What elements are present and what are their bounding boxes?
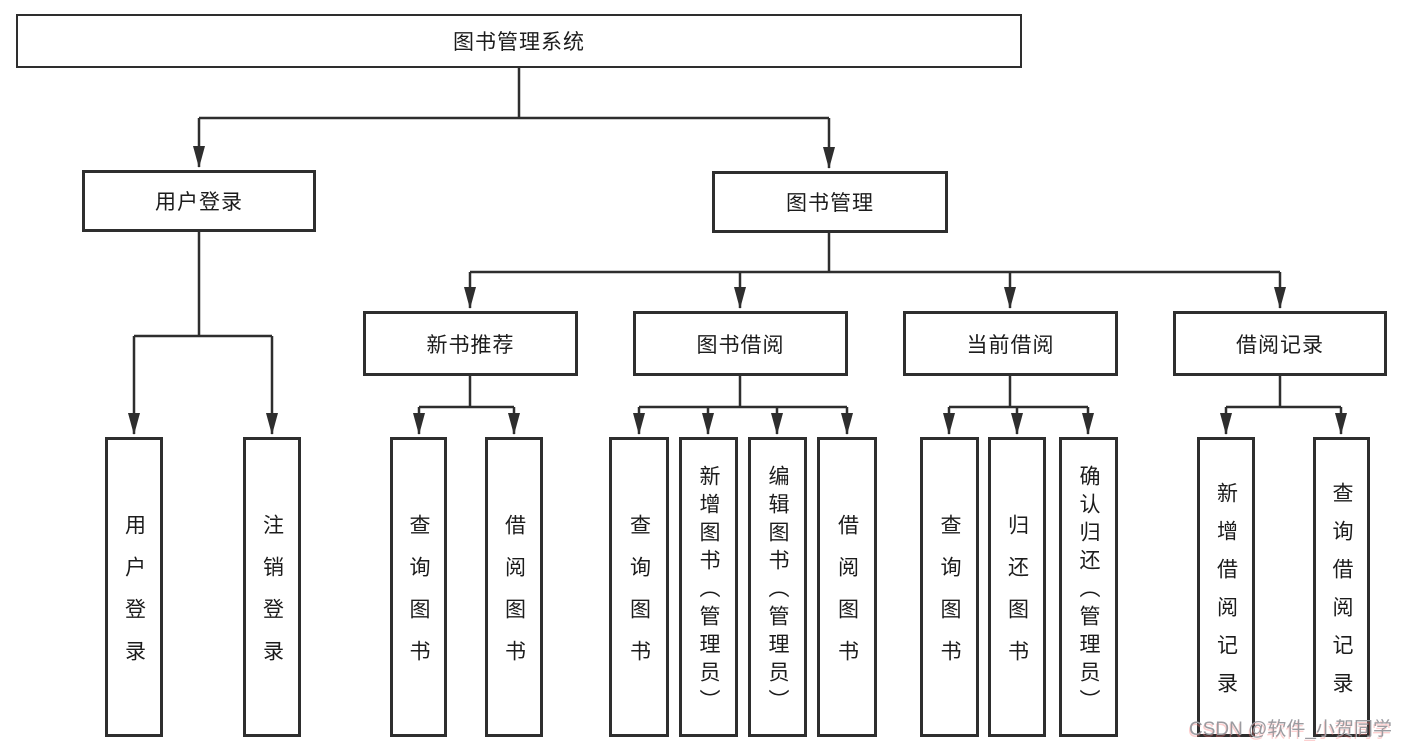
leaf-add-books-admin: 新增图书（管理员）: [679, 437, 738, 737]
leaf-label: 编辑图书（管理员）: [766, 464, 789, 717]
leaf-label: 归还图书: [1005, 513, 1029, 682]
node-library-management-system: 图书管理系统: [16, 14, 1022, 68]
node-new-book-recommend: 新书推荐: [363, 311, 578, 376]
leaf-confirm-return-admin: 确认归还（管理员）: [1059, 437, 1118, 737]
leaf-label: 查询借阅记录: [1330, 481, 1353, 710]
node-label: 新书推荐: [426, 333, 515, 357]
node-book-management: 图书管理: [712, 171, 948, 233]
leaf-user-login: 用户登录: [105, 437, 163, 737]
node-label: 图书管理: [786, 192, 874, 215]
node-label: 借阅记录: [1236, 333, 1324, 357]
leaf-label: 用户登录: [122, 513, 146, 682]
leaf-query-books-1: 查询图书: [390, 437, 447, 737]
leaf-query-borrow-record: 查询借阅记录: [1313, 437, 1370, 737]
leaf-label: 查询图书: [627, 513, 651, 682]
leaf-label: 注销登录: [260, 513, 284, 682]
leaf-logout: 注销登录: [243, 437, 301, 737]
leaf-label: 借阅图书: [835, 513, 859, 682]
node-label: 图书管理系统: [453, 31, 585, 54]
node-borrowing-records: 借阅记录: [1173, 311, 1387, 376]
leaf-return-books: 归还图书: [988, 437, 1046, 737]
node-book-borrowing: 图书借阅: [633, 311, 848, 376]
leaf-edit-books-admin: 编辑图书（管理员）: [748, 437, 807, 737]
node-label: 用户登录: [155, 191, 243, 214]
leaf-query-books-2: 查询图书: [609, 437, 669, 737]
trunk-segments: [134, 68, 1341, 409]
leaf-label: 新增图书（管理员）: [697, 464, 720, 717]
node-label: 图书借阅: [696, 333, 785, 357]
csdn-watermark: CSDN @软件_小贺同学: [1189, 719, 1392, 740]
leaf-borrow-books-2: 借阅图书: [817, 437, 877, 737]
leaf-label: 新增借阅记录: [1214, 481, 1238, 710]
node-current-borrowing: 当前借阅: [903, 311, 1118, 376]
leaf-label: 查询图书: [938, 513, 961, 682]
leaf-add-borrow-record: 新增借阅记录: [1197, 437, 1255, 737]
leaf-borrow-books-1: 借阅图书: [485, 437, 543, 737]
leaf-label: 查询图书: [407, 513, 430, 682]
leaf-label: 借阅图书: [502, 513, 526, 682]
node-user-login: 用户登录: [82, 170, 316, 232]
leaf-query-books-3: 查询图书: [920, 437, 979, 737]
node-label: 当前借阅: [966, 333, 1055, 357]
leaf-label: 确认归还（管理员）: [1077, 464, 1100, 717]
